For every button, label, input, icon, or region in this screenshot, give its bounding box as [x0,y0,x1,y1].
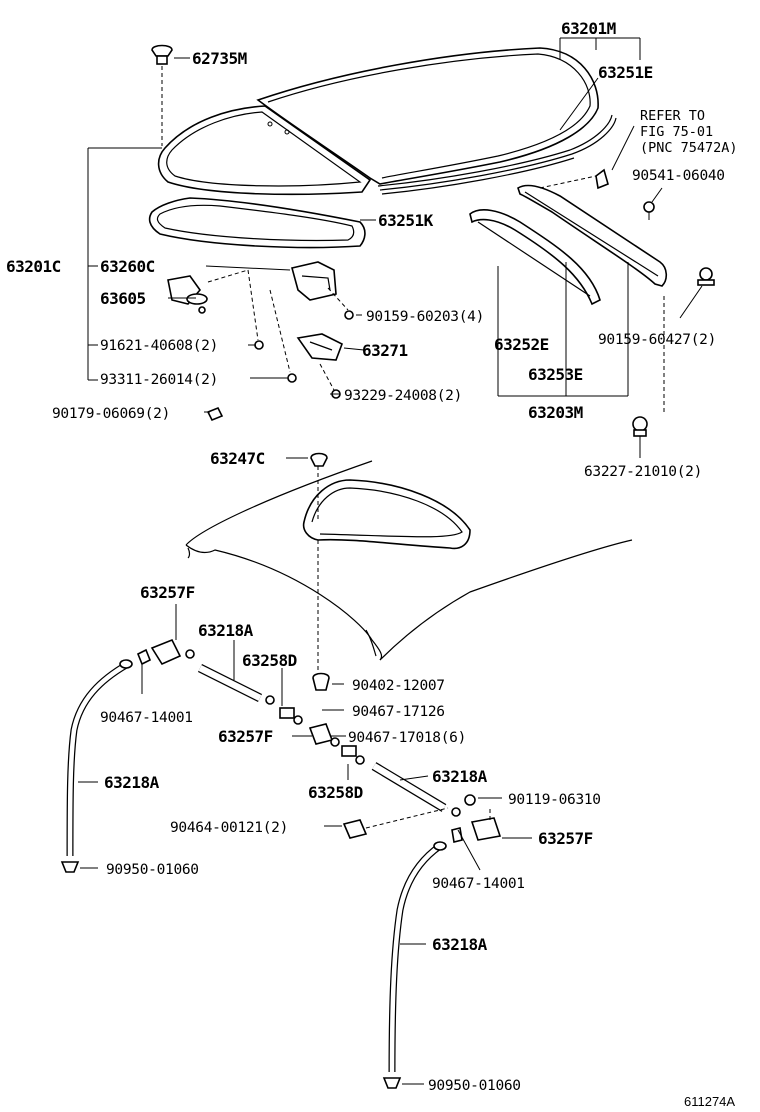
hose-63218A-left-long [66,659,133,857]
clip-62735M [151,44,173,65]
screw-90541 [643,201,655,220]
label-90467-17126: 90467-17126 [352,704,445,720]
label-63218A-c: 63218A [432,767,488,786]
grommet-90950-a [60,861,80,873]
hose-63218A-right-long [388,841,447,1073]
label-93229-24008: 93229-24008(2) [344,388,462,404]
label-refer-line1: REFER TO [640,108,705,124]
label-63260C: 63260C [100,257,155,276]
moulding-63252E [469,209,601,306]
label-93311-26014: 93311-26014(2) [100,372,218,388]
label-90179-06069: 90179-06069(2) [52,406,170,422]
label-63258D-b: 63258D [308,783,363,802]
bolts-top [206,310,354,422]
label-90467-14001-b: 90467-14001 [432,876,525,892]
label-90950-01060-a: 90950-01060 [106,862,199,878]
clip-63247C [310,452,328,467]
joint-63257F-mid [308,723,340,747]
clip-63227 [632,416,648,437]
label-63251K: 63251K [378,211,434,230]
label-63201M: 63201M [561,19,616,38]
connector-63258D-b [341,745,365,765]
label-63227-21010: 63227-21010(2) [584,464,702,480]
clip-90402 [312,672,330,691]
label-90541-06040: 90541-06040 [632,168,725,184]
moulding-63253E [517,184,668,287]
label-90159-60203: 90159-60203(4) [366,309,484,325]
joint-63257F-bottom [451,794,502,843]
weatherstrip-63251E [377,114,617,195]
weatherstrip-63251K [148,197,366,249]
grommet-90950-b [382,1077,402,1089]
leader-lines [78,37,703,1085]
label-90402-12007: 90402-12007 [352,678,445,694]
label-refer-line3: (PNC 75472A) [640,140,738,156]
label-refer-line2: FIG 75-01 [640,124,713,140]
label-90467-14001-a: 90467-14001 [100,710,193,726]
label-90119-06310: 90119-06310 [508,792,601,808]
label-63605: 63605 [100,289,146,308]
clamp-90464 [342,819,368,839]
hose-63218A-short-a [197,663,263,703]
figure-id: 611274A [684,1094,735,1109]
label-63271: 63271 [362,341,408,360]
label-63218A-b: 63218A [104,773,160,792]
hose-63218A-short-b [371,762,447,812]
label-63218A-d: 63218A [432,935,488,954]
label-91621-40608: 91621-40608(2) [100,338,218,354]
joint-63257F-top [136,638,195,666]
label-63203M: 63203M [528,403,583,422]
label-63257F-c: 63257F [538,829,593,848]
roof-panel-left [157,105,372,196]
label-63258D-a: 63258D [242,651,297,670]
label-63251E: 63251E [598,63,653,82]
label-62735M: 62735M [192,49,247,68]
latch-63605 [167,275,208,314]
roof-panel-right [256,47,599,185]
connector-63258D-a [265,695,303,725]
label-90950-01060-b: 90950-01060 [428,1078,521,1094]
roof-body [185,460,633,661]
label-63218A-a: 63218A [198,621,254,640]
label-90467-17018: 90467-17018(6) [348,730,466,746]
label-63252E: 63252E [494,335,549,354]
bracket-63271 [296,333,344,361]
label-90464-00121: 90464-00121(2) [170,820,288,836]
clip-90159-60427 [697,267,715,286]
label-63201C: 63201C [6,257,61,276]
bracket-63260C [291,261,337,301]
label-90159-60427: 90159-60427(2) [598,332,716,348]
label-63253E: 63253E [528,365,583,384]
ref-tag [595,168,609,190]
label-63247C: 63247C [210,449,265,468]
label-63257F-b: 63257F [218,727,273,746]
label-63257F-a: 63257F [140,583,195,602]
